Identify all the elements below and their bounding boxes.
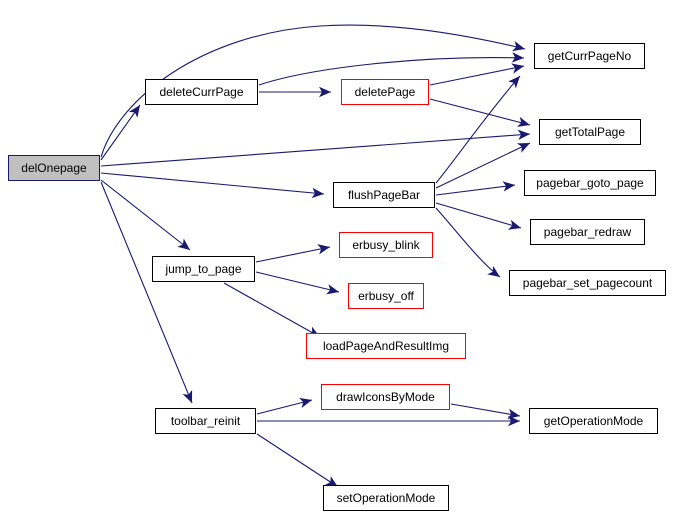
node-label-delOnepage: delOnepage [21, 161, 87, 175]
edge-paths [100, 24, 531, 488]
node-drawIconsByMode[interactable]: drawIconsByMode [321, 384, 450, 410]
arrow-head-icon [319, 86, 331, 98]
node-flushPageBar[interactable]: flushPageBar [333, 182, 435, 208]
arrow-head-icon [511, 63, 524, 74]
node-pagebar_redraw[interactable]: pagebar_redraw [530, 219, 645, 245]
node-label-deleteCurrPage: deleteCurrPage [159, 85, 244, 99]
edge-flushPageBar-to-pagebar_redraw [435, 202, 522, 229]
node-getCurrPageNo[interactable]: getCurrPageNo [534, 43, 645, 69]
node-label-toolbar_reinit: toolbar_reinit [170, 414, 241, 428]
node-label-loadPageAndResultImg: loadPageAndResultImg [322, 339, 450, 353]
edge-drawIconsByMode-to-getOperationMode [450, 403, 521, 417]
node-erbusy_blink[interactable]: erbusy_blink [339, 232, 433, 258]
node-label-pagebar_redraw: pagebar_redraw [543, 225, 632, 239]
node-loadPageAndResultImg[interactable]: loadPageAndResultImg [306, 333, 466, 359]
edge-deleteCurrPage-to-getCurrPageNo [258, 57, 525, 86]
edge-delOnepage-to-toolbar_reinit [100, 181, 193, 404]
node-setOperationMode[interactable]: setOperationMode [323, 485, 449, 511]
node-label-setOperationMode: setOperationMode [336, 491, 436, 505]
edge-toolbar_reinit-to-setOperationMode [256, 433, 339, 488]
edge-flushPageBar-to-getTotalPage [435, 142, 531, 189]
node-deletePage[interactable]: deletePage [341, 79, 429, 105]
edge-flushPageBar-to-pagebar_set_pagecount [435, 207, 501, 278]
node-label-getOperationMode: getOperationMode [543, 414, 644, 428]
edge-delOnepage-to-jump_to_page [100, 179, 191, 251]
node-label-jump_to_page: jump_to_page [165, 262, 242, 276]
node-label-deletePage: deletePage [354, 85, 416, 99]
arrow-head-icon [182, 389, 193, 403]
edge-jump_to_page-to-erbusy_blink [255, 246, 331, 263]
node-jump_to_page[interactable]: jump_to_page [152, 256, 255, 282]
arrow-head-icon [508, 76, 520, 89]
arrow-head-icon [516, 143, 530, 153]
edge-flushPageBar-to-getCurrPageNo [435, 75, 521, 184]
arrow-head-icon [502, 181, 515, 192]
edge-jump_to_page-to-erbusy_off [255, 271, 340, 293]
arrow-head-icon [512, 41, 525, 52]
edge-deletePage-to-getTotalPage [429, 98, 531, 126]
arrow-head-icon [517, 116, 530, 127]
edge-jump_to_page-to-loadPageAndResultImg [223, 282, 321, 338]
arrow-head-icon [317, 244, 330, 255]
edge-delOnepage-to-deleteCurrPage [100, 104, 141, 161]
arrow-heads [128, 41, 530, 487]
node-toolbar_reinit[interactable]: toolbar_reinit [155, 408, 256, 434]
arrow-head-icon [299, 397, 312, 408]
node-label-erbusy_off: erbusy_off [358, 289, 414, 303]
node-label-erbusy_blink: erbusy_blink [352, 238, 420, 252]
edge-delOnepage-to-flushPageBar [100, 172, 325, 195]
node-label-flushPageBar: flushPageBar [347, 188, 421, 202]
arrow-head-icon [325, 476, 338, 487]
node-delOnepage[interactable]: delOnepage [8, 155, 100, 181]
arrow-head-icon [326, 284, 339, 295]
arrow-head-icon [487, 265, 500, 277]
node-label-drawIconsByMode: drawIconsByMode [336, 390, 435, 404]
arrow-head-icon [128, 105, 140, 118]
node-label-getTotalPage: getTotalPage [554, 125, 626, 139]
edge-toolbar_reinit-to-drawIconsByMode [256, 399, 313, 415]
node-erbusy_off[interactable]: erbusy_off [348, 283, 424, 309]
node-pagebar_goto_page[interactable]: pagebar_goto_page [524, 170, 656, 196]
arrow-head-icon [507, 408, 520, 420]
node-label-pagebar_set_pagecount: pagebar_set_pagecount [522, 276, 653, 290]
arrow-head-icon [508, 415, 520, 427]
edge-delOnepage-to-getTotalPage [100, 133, 531, 167]
arrow-head-icon [177, 238, 190, 250]
arrow-head-icon [508, 219, 521, 230]
node-pagebar_set_pagecount[interactable]: pagebar_set_pagecount [509, 270, 666, 296]
node-getOperationMode[interactable]: getOperationMode [529, 408, 658, 434]
edge-deletePage-to-getCurrPageNo [429, 65, 525, 86]
arrow-head-icon [311, 187, 324, 199]
arrow-head-icon [517, 129, 530, 141]
node-label-getCurrPageNo: getCurrPageNo [547, 49, 632, 63]
edge-flushPageBar-to-pagebar_goto_page [435, 184, 516, 196]
node-deleteCurrPage[interactable]: deleteCurrPage [145, 79, 258, 105]
node-getTotalPage[interactable]: getTotalPage [539, 119, 641, 145]
edge-delOnepage-to-getCurrPageNo [100, 24, 526, 158]
arrow-head-icon [511, 52, 524, 63]
node-label-pagebar_goto_page: pagebar_goto_page [536, 176, 644, 190]
